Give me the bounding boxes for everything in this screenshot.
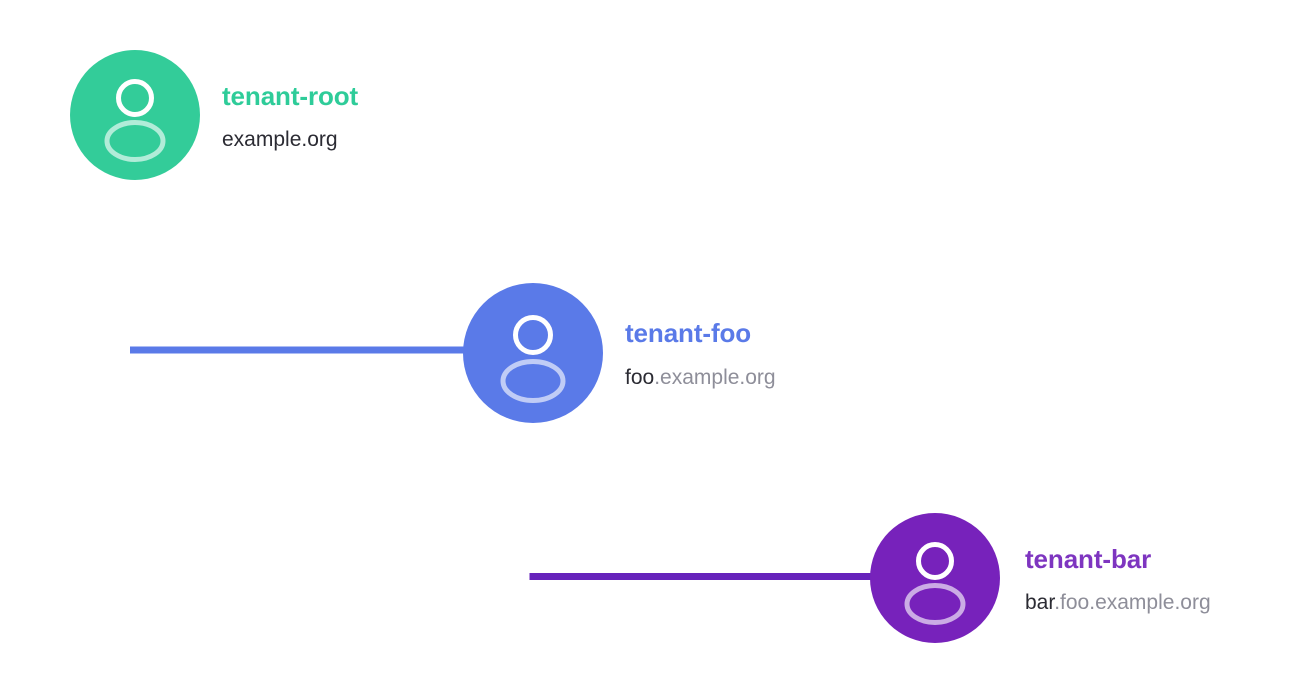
tenant-foo-domain: foo.example.org [625, 366, 776, 390]
tenant-bar-title: tenant-bar [1025, 543, 1152, 574]
tenant-bar-avatar[interactable] [870, 513, 1000, 643]
user-avatar-icon [904, 542, 966, 625]
tenant-root-domain: example.org [222, 128, 358, 152]
tenant-root-avatar[interactable] [70, 50, 200, 180]
edge-foo-to-bar [529, 420, 876, 580]
tenant-bar-labels: tenant-bar bar.foo.example.org [1025, 544, 1211, 615]
tenant-root-title: tenant-root [222, 80, 359, 111]
user-avatar-icon [104, 79, 166, 162]
edge-root-to-foo [130, 186, 469, 354]
domain-prefix: foo [625, 366, 655, 389]
tenant-foo-title: tenant-foo [625, 318, 752, 348]
tenant-foo-labels: tenant-foo foo.example.org [625, 318, 776, 390]
tenant-node-tenant-root[interactable]: tenant-root example.org [70, 50, 358, 180]
tenant-foo-avatar[interactable] [463, 283, 603, 423]
tenant-root-labels: tenant-root example.org [222, 81, 358, 152]
user-avatar-icon [500, 315, 566, 403]
tenant-bar-domain: bar.foo.example.org [1025, 591, 1211, 615]
tenant-node-tenant-foo[interactable]: tenant-foo foo.example.org [463, 283, 776, 423]
domain-prefix: bar [1025, 590, 1055, 614]
domain-suffix: .foo.example.org [1054, 590, 1211, 614]
domain-suffix: example.org [222, 127, 338, 151]
domain-suffix: .example.org [654, 366, 776, 389]
tenant-node-tenant-bar[interactable]: tenant-bar bar.foo.example.org [870, 513, 1211, 643]
